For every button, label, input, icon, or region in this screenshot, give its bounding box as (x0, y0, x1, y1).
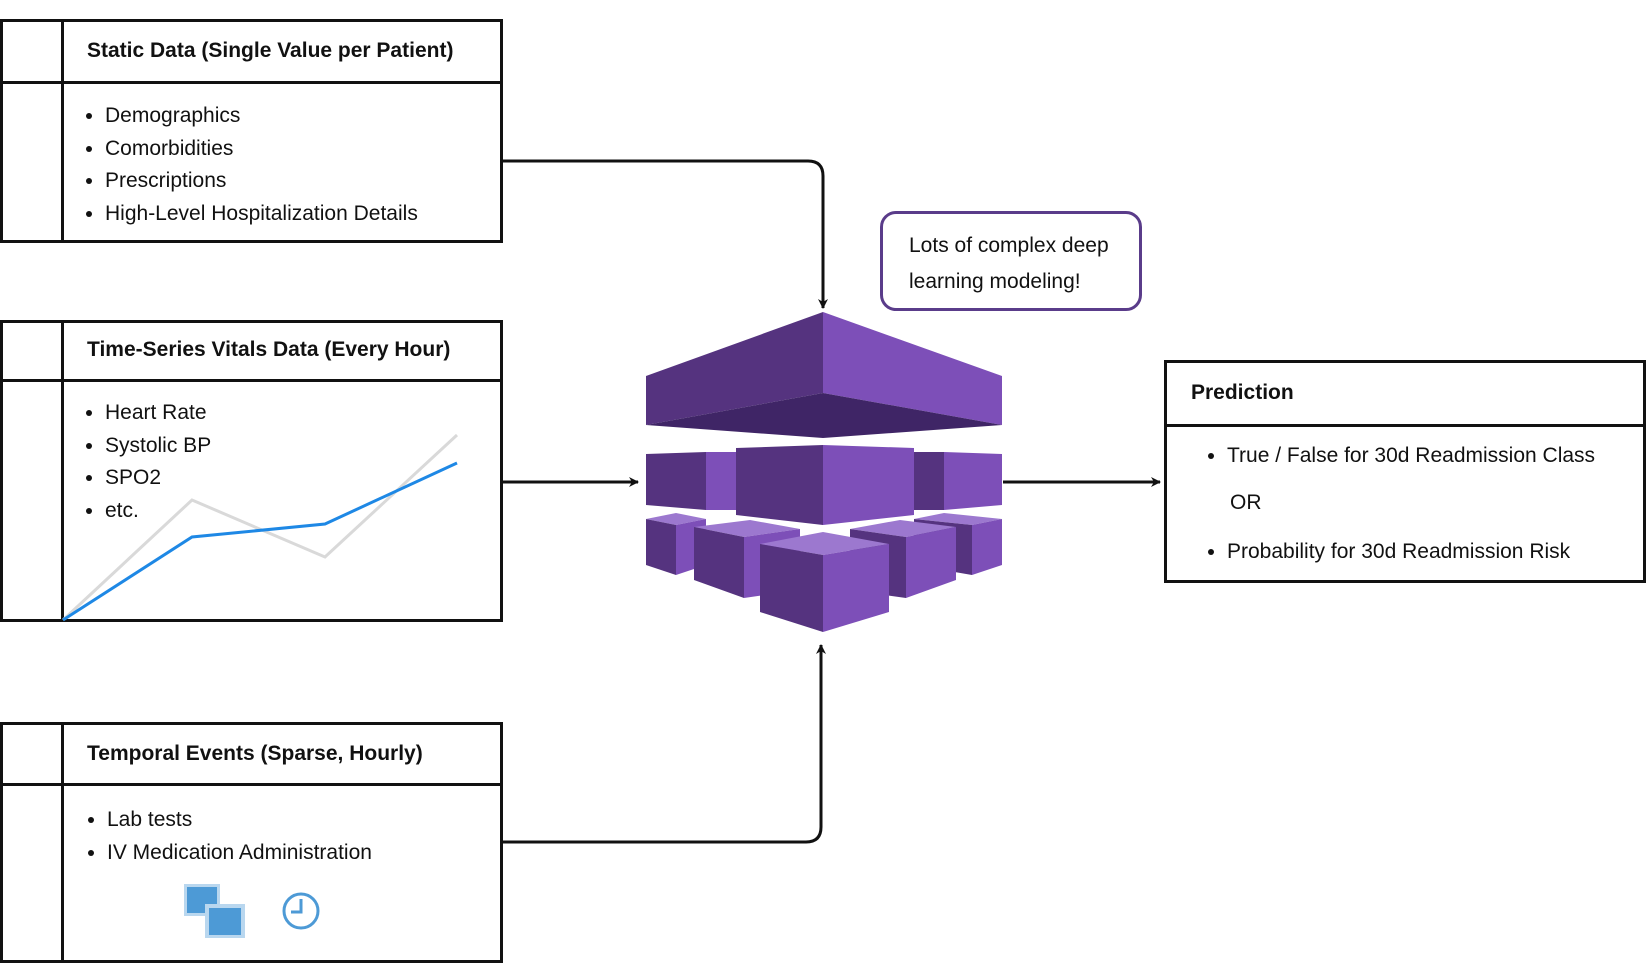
row-gutter (61, 22, 64, 240)
list-item: IV Medication Administration (107, 836, 372, 869)
list-item: High-Level Hospitalization Details (105, 198, 418, 231)
static-data-list: Demographics Comorbidities Prescriptions… (81, 100, 418, 230)
list-item: Probability for 30d Readmission Risk (1227, 539, 1570, 565)
list-item: Comorbidities (105, 133, 418, 166)
list-item: Demographics (105, 100, 418, 133)
clock-icon (282, 892, 320, 930)
box-header (1167, 363, 1643, 427)
callout-note: Lots of complex deep learning modeling! (880, 211, 1142, 311)
or-label: OR (1230, 491, 1262, 514)
list-item: Prescriptions (105, 165, 418, 198)
static-data-title: Static Data (Single Value per Patient) (87, 39, 454, 62)
note-line: Lots of complex deep (909, 234, 1109, 257)
list-item: etc. (105, 495, 211, 528)
row-gutter (61, 725, 64, 960)
static-to-model-arrow (503, 159, 828, 309)
prediction-list: True / False for 30d Readmission Class (1203, 443, 1595, 469)
list-item: Lab tests (107, 803, 372, 836)
box-header (3, 323, 500, 382)
prediction-box: Prediction True / False for 30d Readmiss… (1164, 360, 1646, 583)
timeseries-vitals-box: Time-Series Vitals Data (Every Hour) Hea… (0, 320, 503, 622)
list-item: SPO2 (105, 462, 211, 495)
list-item: Heart Rate (105, 397, 211, 430)
timeseries-vitals-list: Heart Rate Systolic BP SPO2 etc. (81, 397, 211, 527)
blue-trend-line (62, 461, 458, 622)
deep-learning-model-icon (646, 312, 1002, 632)
overlapping-windows-icon (184, 884, 245, 938)
temporal-events-box: Temporal Events (Sparse, Hourly) Lab tes… (0, 722, 503, 963)
box-header (3, 22, 500, 84)
note-line: learning modeling! (909, 270, 1081, 293)
temporal-events-list: Lab tests IV Medication Administration (83, 803, 372, 869)
box-header (3, 725, 500, 786)
gray-trend-line (61, 433, 459, 622)
prediction-list-2: Probability for 30d Readmission Risk (1203, 539, 1570, 565)
events-to-model-arrow (503, 644, 826, 844)
list-item: Systolic BP (105, 430, 211, 463)
row-gutter (61, 323, 64, 619)
static-data-box: Static Data (Single Value per Patient) D… (0, 19, 503, 243)
temporal-events-title: Temporal Events (Sparse, Hourly) (87, 742, 423, 765)
list-item: True / False for 30d Readmission Class (1227, 443, 1595, 469)
timeseries-vitals-title: Time-Series Vitals Data (Every Hour) (87, 338, 451, 361)
prediction-title: Prediction (1191, 381, 1294, 404)
